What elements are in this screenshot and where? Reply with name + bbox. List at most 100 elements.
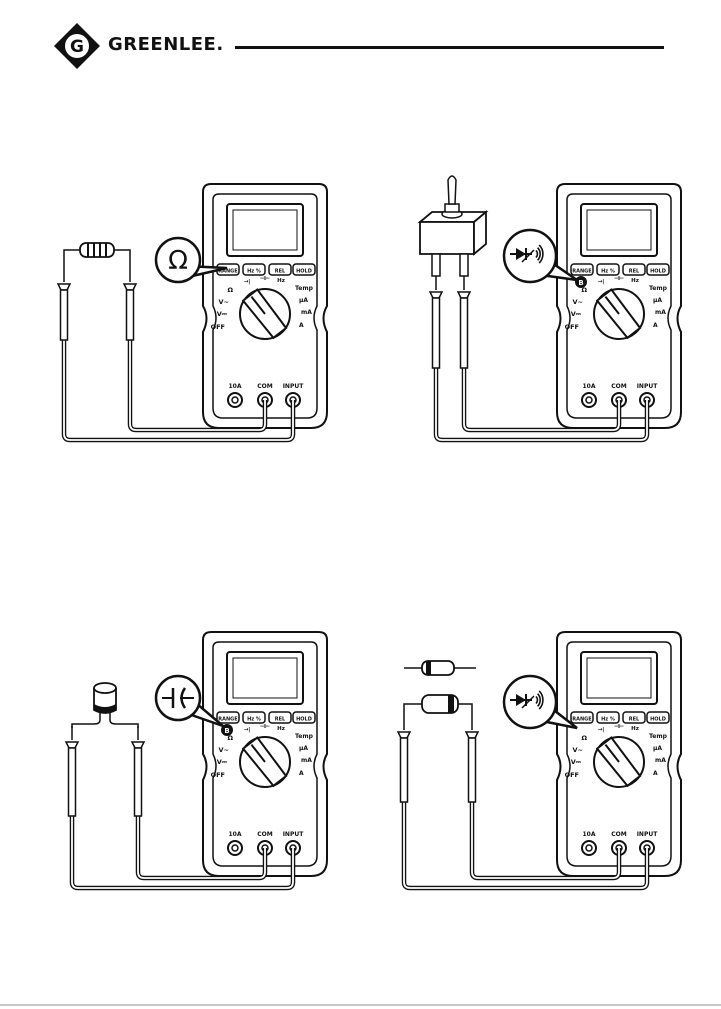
page-header: G GREENLEE.: [0, 0, 721, 90]
meter-button-label: RANGE: [572, 717, 592, 723]
probe-guard: [458, 292, 470, 298]
panel-continuity-test: RANGEHz %RELHOLDΩV~V⎓OFF→|⊣⊢HzTempμAmAA1…: [382, 168, 721, 458]
dial-label: →|: [244, 727, 251, 733]
dial-label: V~: [573, 298, 583, 306]
dial-label: A: [653, 322, 658, 329]
switch-lever: [448, 176, 456, 204]
dial-label: Temp: [295, 733, 314, 740]
test-probe-right: [132, 726, 144, 816]
ohm-symbol-icon: Ω: [168, 246, 188, 276]
dial-label: Hz: [631, 278, 639, 284]
switch-terminal: [432, 254, 440, 276]
probe-guard: [132, 742, 144, 748]
diode-lead: [458, 704, 472, 716]
jack-label: INPUT: [283, 383, 305, 390]
switch-front: [420, 222, 474, 254]
meter-button-label: REL: [629, 269, 640, 275]
dial-label: V~: [219, 746, 229, 754]
meter-display: [233, 210, 297, 250]
b-badge-label: B: [224, 727, 229, 735]
capacitor-top: [94, 683, 116, 693]
dial-label: A: [653, 770, 658, 777]
meter-button-label: REL: [275, 269, 286, 275]
jack-label: 10A: [229, 383, 242, 390]
jack-hole: [586, 397, 592, 403]
test-probe-right: [466, 716, 478, 802]
multimeter: RANGEHz %RELHOLDΩV~V⎓OFF→|⊣⊢HzTempμAmAA1…: [203, 184, 327, 428]
dial-label: →|: [598, 279, 605, 285]
header-rule: [235, 46, 664, 49]
meter-display: [587, 658, 651, 698]
meter-button-label: RANGE: [218, 717, 238, 723]
test-probe-left: [398, 716, 410, 802]
diode-cathode-band: [448, 695, 454, 713]
test-probe-right: [458, 276, 470, 368]
dial-label: Hz: [631, 726, 639, 732]
dial-label: OFF: [565, 323, 579, 331]
dial-label: mA: [301, 757, 312, 764]
probe-handle: [69, 748, 76, 816]
callout-circle: [504, 676, 556, 728]
greenlee-logo-icon: G: [53, 22, 101, 70]
jack-label: COM: [611, 831, 627, 838]
dial-label: ⊣⊢: [260, 724, 270, 730]
dial-label: mA: [655, 309, 666, 316]
meter-button-label: REL: [629, 717, 640, 723]
probe-guard: [66, 742, 78, 748]
meter-button-label: Hz %: [601, 717, 615, 723]
dial-label: A: [299, 322, 304, 329]
meter-button-label: Hz %: [247, 269, 261, 275]
dial-label: μA: [299, 297, 308, 304]
dial-label: ⊣⊢: [614, 724, 624, 730]
dial-label: mA: [301, 309, 312, 316]
probe-handle: [401, 738, 408, 802]
callout-circle: [504, 230, 556, 282]
logo-letter: G: [70, 37, 84, 57]
diode-component-under-test: [404, 695, 472, 716]
probe-guard: [58, 284, 70, 290]
test-probe-right: [124, 268, 136, 340]
dial-label: A: [299, 770, 304, 777]
jack-hole: [232, 397, 238, 403]
jack-label: INPUT: [283, 831, 305, 838]
probe-guard: [430, 292, 442, 298]
test-probe-left: [66, 726, 78, 816]
dial-label: mA: [655, 757, 666, 764]
dial-label: ⊣⊢: [260, 276, 270, 282]
jack-label: 10A: [583, 831, 596, 838]
capacitor-component: [72, 683, 138, 728]
jack-label: INPUT: [637, 383, 659, 390]
dial-label: OFF: [565, 771, 579, 779]
diode-cathode-band: [426, 661, 431, 675]
dial-label: V~: [219, 298, 229, 306]
meter-button-label: Hz %: [601, 269, 615, 275]
probe-handle: [433, 298, 440, 368]
probe-handle: [127, 290, 134, 340]
jack-hole: [232, 845, 238, 851]
test-probe-left: [58, 268, 70, 340]
meter-button-label: HOLD: [650, 269, 666, 275]
toggle-switch-component: [420, 176, 486, 276]
dial-label: μA: [653, 297, 662, 304]
diode-lead: [404, 704, 422, 716]
test-probe-left: [430, 276, 442, 368]
meter-button-label: HOLD: [296, 717, 312, 723]
switch-terminal: [460, 254, 468, 276]
meter-button-label: RANGE: [572, 269, 592, 275]
dial-label: V⎓: [571, 758, 582, 766]
panel-diode-test: RANGEHz %RELHOLDΩV~V⎓OFF→|⊣⊢HzTempμAmAA1…: [382, 616, 721, 906]
dial-label: OFF: [211, 323, 225, 331]
probe-handle: [461, 298, 468, 368]
meter-button-label: HOLD: [650, 717, 666, 723]
meter-display: [587, 210, 651, 250]
probe-handle: [61, 290, 68, 340]
dial-label: Temp: [649, 285, 668, 292]
dial-label: ⊣⊢: [614, 276, 624, 282]
